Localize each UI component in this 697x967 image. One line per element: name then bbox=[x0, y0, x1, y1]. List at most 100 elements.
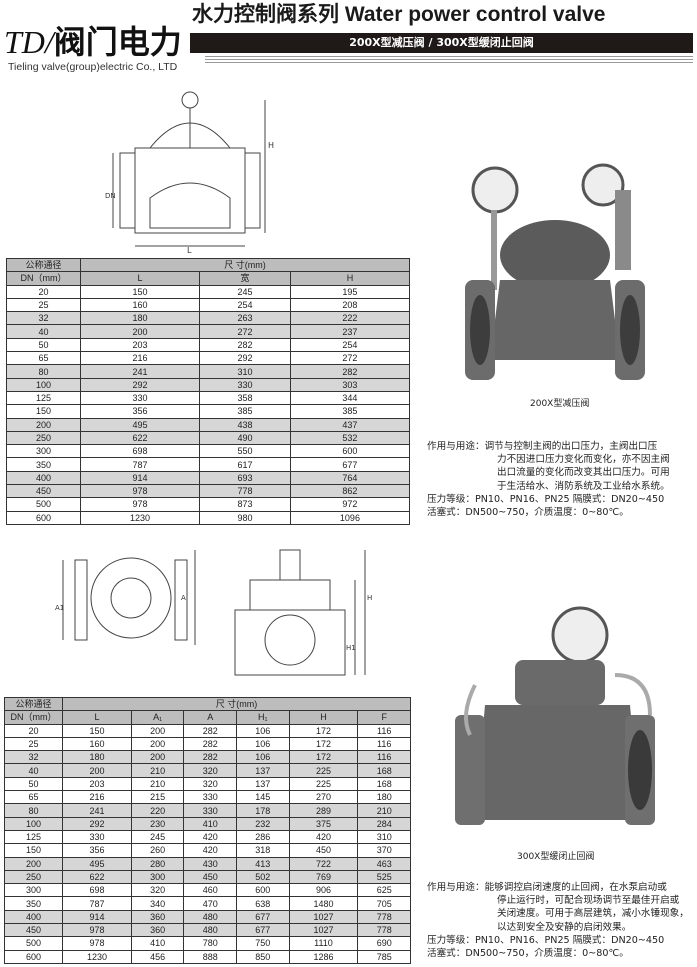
table-cell: 500 bbox=[6, 497, 81, 512]
table-cell: 400 bbox=[4, 909, 63, 925]
table-cell: 862 bbox=[289, 484, 411, 499]
table-cell: 245 bbox=[199, 284, 291, 299]
table-cell: 787 bbox=[62, 896, 132, 911]
table-cell: 778 bbox=[357, 909, 411, 925]
table-cell: 40 bbox=[6, 324, 81, 339]
table-cell: 500 bbox=[4, 936, 63, 951]
dimension-label: DN bbox=[105, 192, 116, 200]
column-header: L bbox=[62, 710, 132, 725]
table-cell: 420 bbox=[183, 829, 237, 845]
table-cell: 420 bbox=[183, 843, 237, 858]
table-cell: 318 bbox=[235, 843, 290, 858]
table-cell: 1096 bbox=[289, 510, 411, 525]
table-cell: 978 bbox=[62, 936, 132, 951]
dimension-label: A1 bbox=[55, 604, 64, 612]
table-cell: 292 bbox=[199, 351, 291, 366]
table-cell: 286 bbox=[235, 829, 290, 845]
table-cell: 168 bbox=[357, 763, 411, 778]
table-cell: 241 bbox=[62, 803, 132, 818]
table-cell: 769 bbox=[288, 869, 359, 885]
dn-header: 公称通径 bbox=[4, 696, 63, 712]
table-cell: 272 bbox=[289, 351, 411, 366]
table-cell: 625 bbox=[357, 883, 411, 898]
usage-line: 于生活给水、消防系统及工业给水系统。 bbox=[497, 480, 670, 492]
table-cell: 300 bbox=[130, 869, 185, 885]
table-cell: 150 bbox=[6, 404, 81, 419]
valve-200x-technical-drawing: H DN L bbox=[105, 91, 274, 253]
table-cell: 245 bbox=[130, 829, 185, 845]
table-cell: 356 bbox=[79, 404, 201, 419]
table-cell: 622 bbox=[62, 869, 132, 885]
table-cell: 410 bbox=[130, 936, 185, 951]
table-cell: 125 bbox=[4, 829, 63, 845]
table-cell: 232 bbox=[235, 816, 290, 831]
table-cell: 260 bbox=[130, 843, 185, 858]
table-cell: 282 bbox=[183, 750, 237, 765]
table-cell: 106 bbox=[235, 750, 290, 765]
column-header: A₁ bbox=[130, 710, 185, 725]
table-cell: 677 bbox=[289, 457, 411, 472]
table-cell: 356 bbox=[62, 843, 132, 858]
pressure-rating: 压力等级：PN10、PN16、PN25 隔膜式：DN20~450 bbox=[427, 493, 665, 505]
table-cell: 292 bbox=[62, 816, 132, 831]
column-header: H bbox=[288, 710, 359, 725]
table-cell: 705 bbox=[357, 896, 411, 911]
table-cell: 320 bbox=[183, 763, 237, 778]
table-cell: 532 bbox=[289, 430, 411, 446]
usage-line: 以达到安全及安静的启闭效果。 bbox=[497, 921, 632, 933]
table-cell: 638 bbox=[235, 896, 290, 911]
table-cell: 200 bbox=[79, 324, 201, 339]
table-cell: 1230 bbox=[62, 949, 132, 964]
table-cell: 225 bbox=[288, 763, 359, 778]
table-cell: 145 bbox=[235, 790, 290, 805]
table-cell: 222 bbox=[289, 311, 411, 326]
table-cell: 385 bbox=[289, 404, 411, 419]
table-cell: 200 bbox=[62, 763, 132, 778]
usage-label: 作用与用途： bbox=[427, 882, 485, 893]
table-cell: 200 bbox=[130, 750, 185, 765]
table-cell: 1480 bbox=[288, 896, 359, 911]
table-cell: 200 bbox=[6, 417, 81, 432]
column-header: 宽 bbox=[199, 271, 291, 286]
table-cell: 450 bbox=[183, 869, 237, 885]
table-cell: 225 bbox=[288, 776, 359, 792]
table-cell: 250 bbox=[6, 430, 81, 446]
table-cell: 100 bbox=[4, 816, 63, 831]
table-cell: 480 bbox=[183, 923, 237, 938]
table-cell: 210 bbox=[357, 803, 411, 818]
table-cell: 200 bbox=[4, 856, 63, 871]
dn-header: 公称通径 bbox=[6, 257, 81, 273]
dimension-label: A bbox=[181, 594, 186, 602]
table-cell: 254 bbox=[199, 297, 291, 313]
table-cell: 622 bbox=[79, 430, 201, 446]
piston-spec: 活塞式：DN500~750，介质温度：0~80℃。 bbox=[427, 507, 629, 519]
table-cell: 303 bbox=[289, 377, 411, 392]
table-cell: 358 bbox=[199, 390, 291, 406]
table-cell: 850 bbox=[235, 949, 290, 964]
valve-300x-caption: 300X型缓闭止回阀 bbox=[517, 852, 595, 862]
table-cell: 495 bbox=[79, 417, 201, 432]
table-cell: 292 bbox=[79, 377, 201, 392]
table-cell: 32 bbox=[6, 311, 81, 326]
table-cell: 80 bbox=[4, 803, 63, 818]
column-header: A bbox=[183, 710, 237, 725]
table-cell: 350 bbox=[6, 457, 81, 472]
table-cell: 1110 bbox=[288, 936, 359, 951]
divider bbox=[205, 62, 693, 63]
table-cell: 216 bbox=[62, 790, 132, 805]
table-cell: 490 bbox=[199, 430, 291, 446]
table-cell: 300 bbox=[4, 883, 63, 898]
table-cell: 410 bbox=[183, 816, 237, 831]
table-cell: 677 bbox=[235, 909, 290, 925]
table-cell: 116 bbox=[357, 736, 411, 752]
